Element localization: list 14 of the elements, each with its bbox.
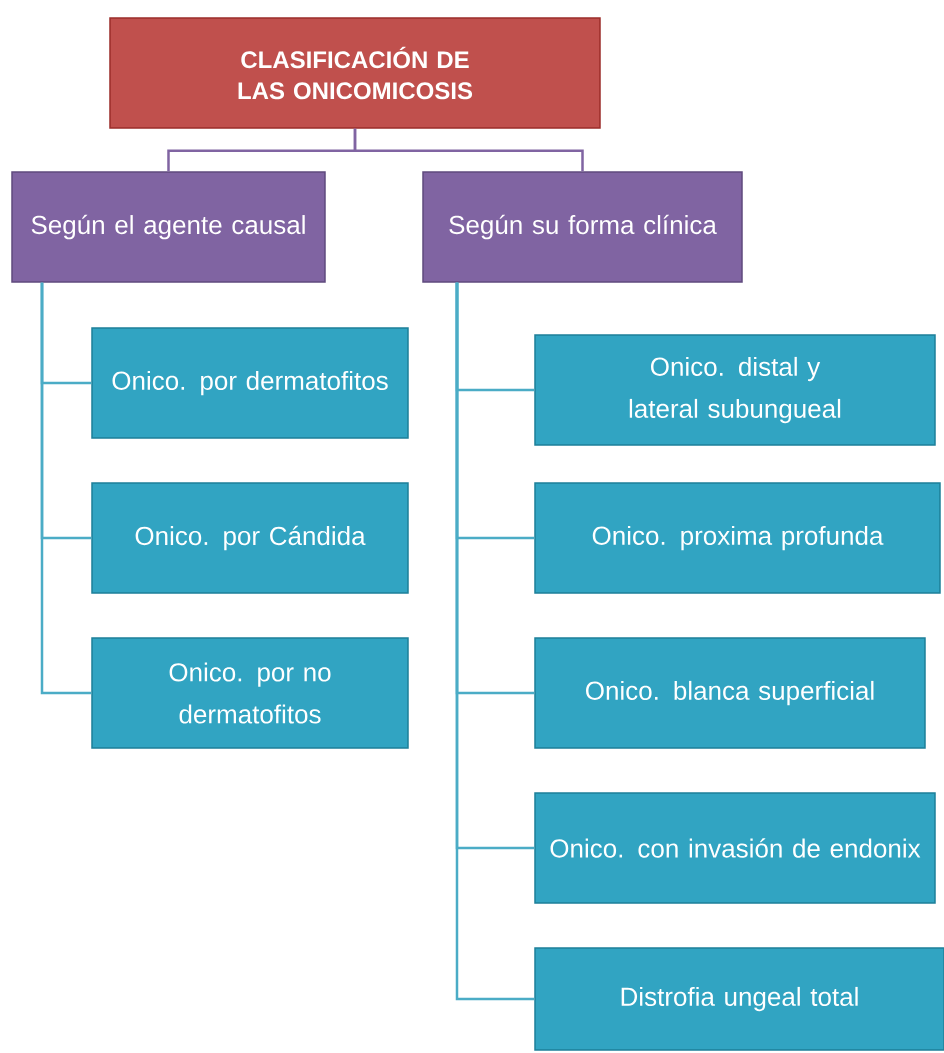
connector [353,128,584,172]
type-box: Onico. por Cándida [91,482,409,594]
type-box: Onico. por no dermatofitos [91,637,409,749]
connector [455,282,535,1001]
type-box: Onico. por dermatofitos [91,327,409,439]
type-box: Onico. proxima profunda [534,482,941,594]
connector [40,282,92,695]
category-box: Según su forma clínica [422,171,743,283]
type-box: Onico. blanca superficial [534,637,926,749]
title-box: CLASIFICACIÓN DE LAS ONICOMICOSIS [109,17,601,129]
type-box: Distrofia ungeal total [534,947,944,1051]
category-box: Según el agente causal [11,171,326,283]
type-box: Onico. con invasión de endonix [534,792,936,904]
type-box: Onico. distal y lateral subungueal [534,334,936,446]
